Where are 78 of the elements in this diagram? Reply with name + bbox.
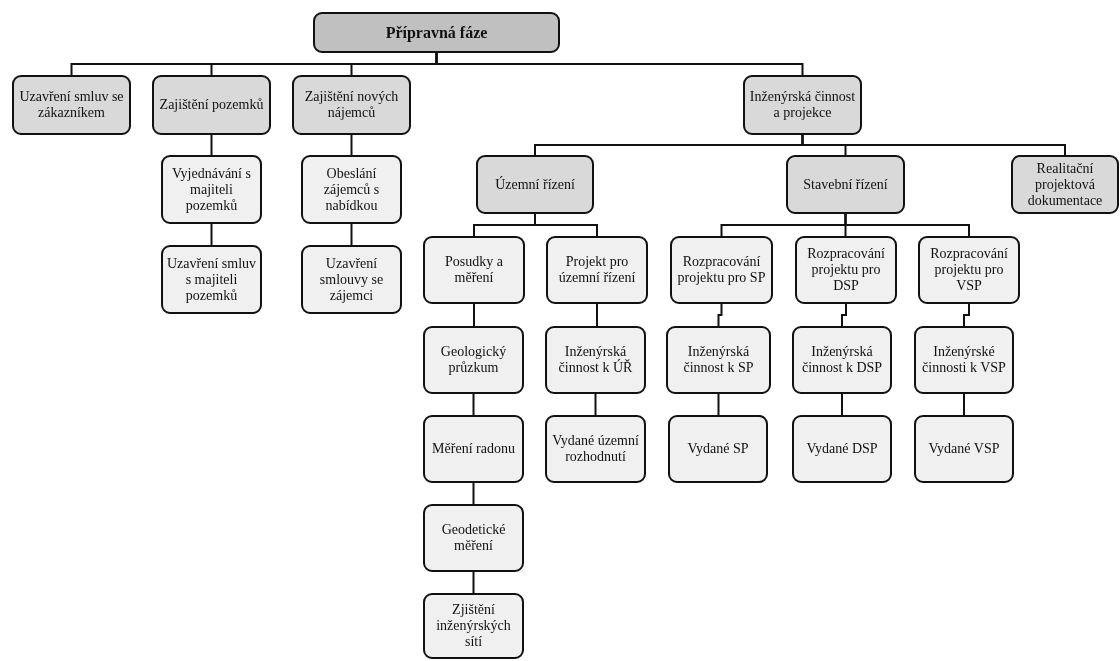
box-label: Inženýrská činnost k ÚŘ [557,344,634,376]
box-label: Zajištění nových nájemců [303,89,400,121]
connector-line [717,303,723,327]
process-box [423,593,524,659]
process-box [792,326,892,394]
process-box [161,155,262,224]
process-box [666,326,771,394]
process-box [423,415,524,483]
box-label: Vydané VSP [928,441,1000,457]
box-label: Realitační projektová dokumentace [1026,160,1104,209]
process-box [313,12,560,53]
process-box [918,236,1020,304]
process-box [423,326,524,394]
box-label: Zajištění pozemků [159,97,264,113]
box-label: Vydané SP [687,441,749,457]
process-box [1011,155,1119,214]
box-label: Projekt pro územní řízení [557,254,637,286]
process-box [914,326,1014,394]
process-box [292,75,411,135]
process-box [545,415,646,483]
box-label: Geodetické měření [440,522,507,554]
process-box [545,326,646,394]
connector-line [841,393,843,416]
process-box [914,415,1014,483]
process-box [476,155,594,214]
connector-line [801,134,1066,156]
connector-line [963,303,970,327]
process-box [301,155,402,224]
box-label: Uzavření smluv se zákazníkem [18,89,125,121]
process-box [423,504,524,572]
connector-line [435,52,804,76]
connector-line [472,393,475,416]
box-label: Zjištění inženýrských sítí [435,602,512,650]
connector-line [534,213,598,237]
process-box [546,236,648,304]
process-box [795,236,897,304]
process-box [161,245,262,314]
connector-line [472,482,475,505]
box-label: Měření radonu [432,441,515,457]
box-label: Rozpracování projektu pro VSP [929,246,1009,294]
box-label: Vyjednávání s majiteli pozemků [171,165,252,214]
box-label: Geologický průzkum [439,344,508,376]
connector-line [963,393,965,416]
process-box [301,245,402,314]
connector-line [841,303,847,327]
process-box [152,75,271,135]
box-label: Inženýrská činnost k DSP [800,344,884,376]
box-label: Inženýrské činnosti k VSP [921,344,1007,376]
connector-line [350,223,353,246]
connector-line [594,393,597,416]
connector-line [717,393,720,416]
connector-line [210,134,213,156]
box-label: Posudky a měření [444,254,504,286]
process-box [670,236,773,304]
process-box [743,75,862,135]
process-box [786,155,905,214]
box-label: Rozpracování projektu pro DSP [806,246,886,294]
connector-line [844,213,970,237]
connector-line [350,134,353,156]
box-label: Uzavření smlouvy se zájemci [318,255,385,304]
process-box [668,415,768,483]
box-label: Inženýrská činnost k SP [682,344,755,376]
connector-line [472,571,475,594]
box-label: Rozpracování projektu pro SP [676,254,767,286]
connector-line [210,223,213,246]
box-label: Vydané DSP [806,441,878,457]
box-label: Obeslání zájemců s nabídkou [322,165,381,214]
box-label: Územní řízení [495,176,575,193]
box-label: Přípravná fáze [385,24,488,41]
connector-line [473,303,475,327]
process-box [12,75,131,135]
box-label: Uzavření smluv s majiteli pozemků [166,255,257,304]
connector-line [596,303,598,327]
process-box [423,236,525,304]
process-box [792,415,892,483]
box-label: Stavební řízení [803,176,888,193]
box-label: Vydané územní rozhodnutí [551,433,640,465]
box-label: Inženýrská činnost a projekce [748,89,857,121]
